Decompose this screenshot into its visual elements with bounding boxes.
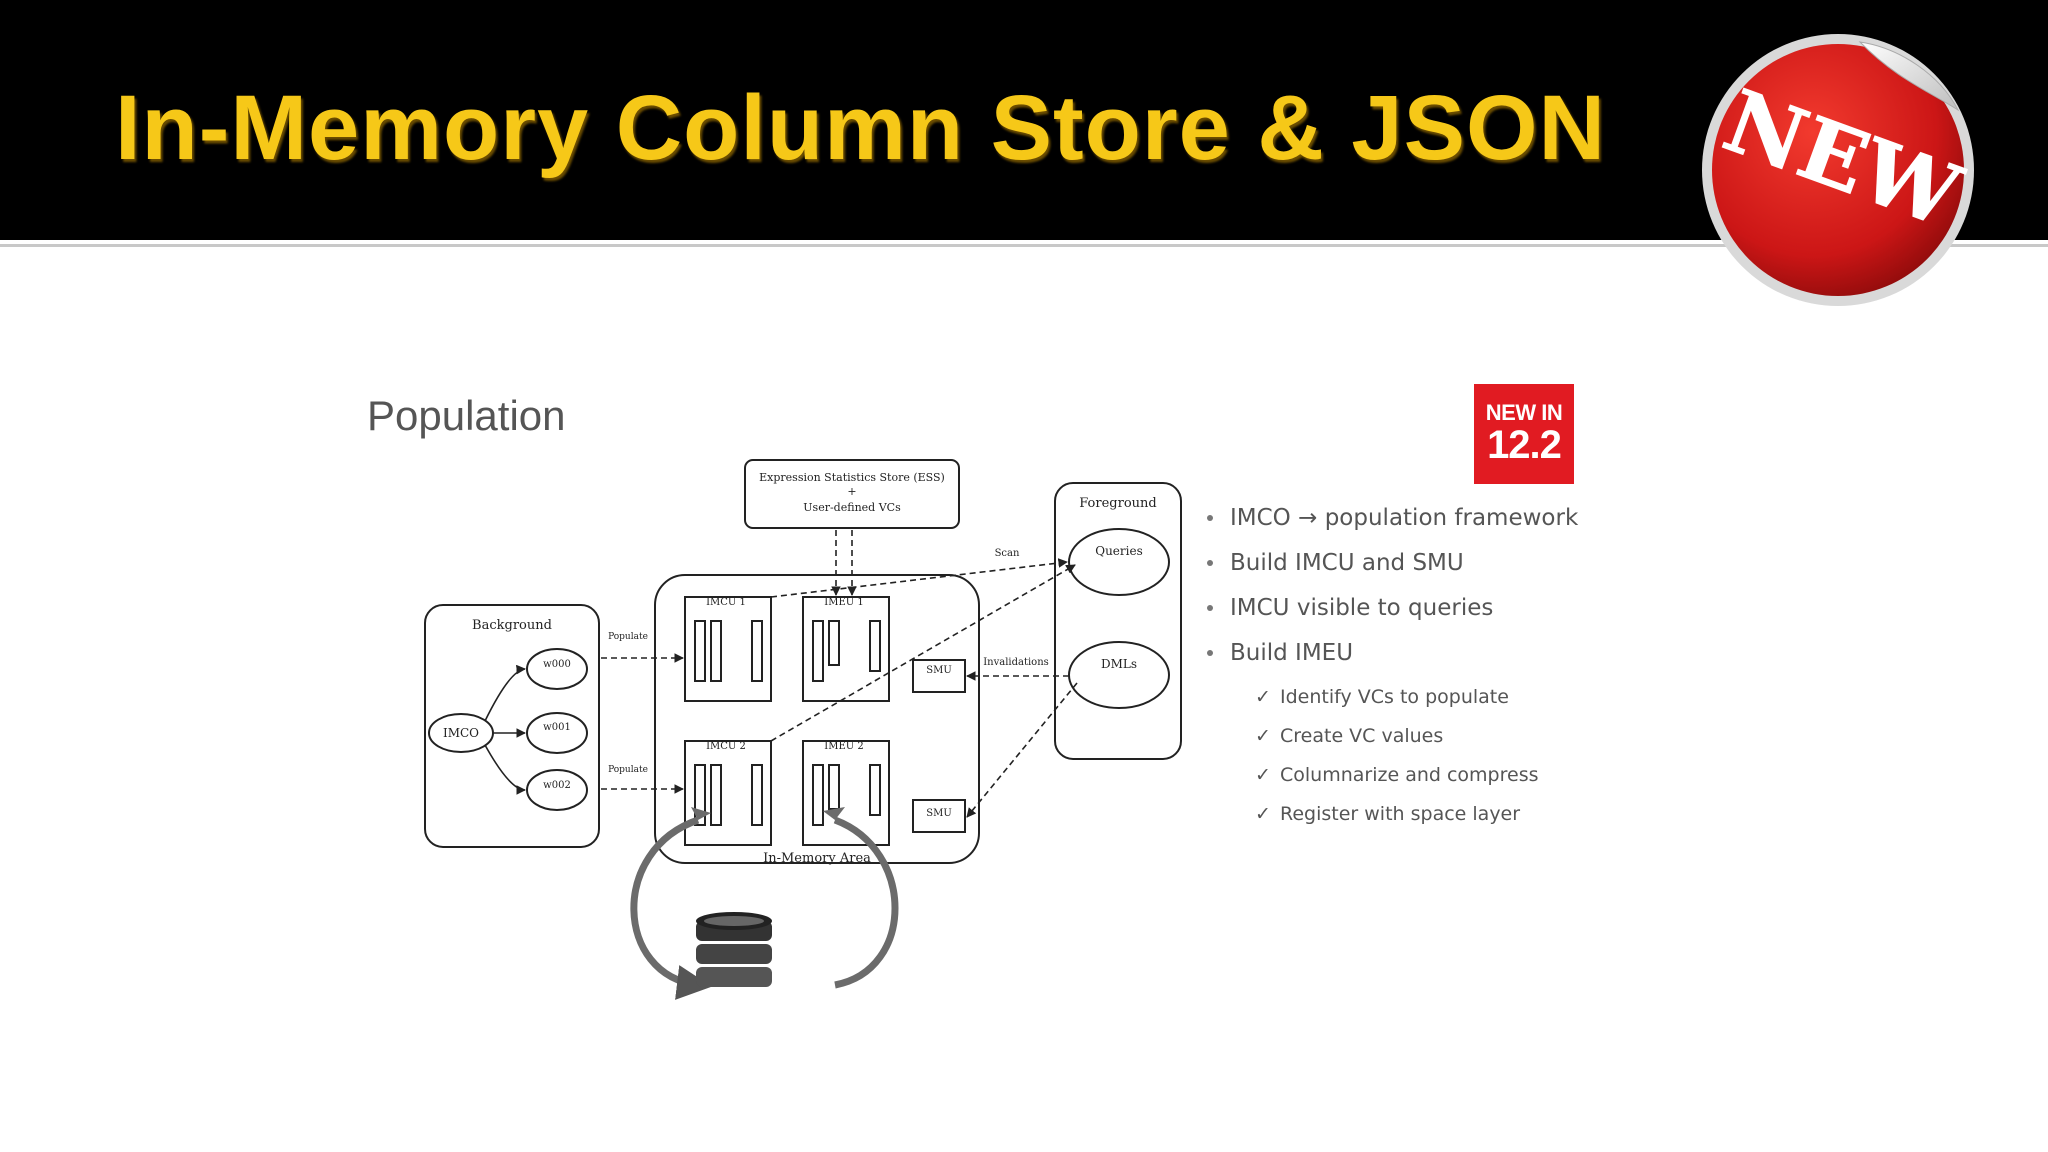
in-memory-area-label: In-Memory Area xyxy=(763,851,871,866)
foreground-label: Foreground xyxy=(1079,496,1156,511)
foreground-box xyxy=(1054,482,1182,760)
sub-bullet-item: ✓Create VC values xyxy=(1205,719,1625,758)
imeu1-label: IMEU 1 xyxy=(824,597,863,608)
w001-label: w001 xyxy=(543,722,571,733)
scan-label: Scan xyxy=(995,548,1020,559)
refresh-arrows-icon xyxy=(630,807,899,1000)
dmls-node xyxy=(1068,641,1170,709)
bullet-item: Build IMEU xyxy=(1205,635,1625,680)
imcu2-label: IMCU 2 xyxy=(706,741,746,752)
imeu2-label: IMEU 2 xyxy=(824,741,863,752)
w001-node xyxy=(526,712,588,754)
bullet-item: IMCU visible to queries xyxy=(1205,590,1625,635)
bullet-item: IMCO → population framework xyxy=(1205,500,1625,545)
population-diagram: Expression Statistics Store (ESS) + User… xyxy=(424,459,1182,1000)
new-in-badge: NEW IN 12.2 xyxy=(1474,384,1574,484)
dmls-label: DMLs xyxy=(1101,657,1137,671)
sub-bullet-item: ✓Identify VCs to populate xyxy=(1205,680,1625,719)
ess-label-2: + xyxy=(847,485,856,498)
smu-label-1: SMU xyxy=(926,665,952,676)
checkmark-icon: ✓ xyxy=(1255,725,1271,747)
new-sticker-icon: NEW xyxy=(1702,34,1974,306)
ess-label-1: Expression Statistics Store (ESS) xyxy=(759,471,945,484)
w000-label: w000 xyxy=(543,659,571,670)
populate-label-2: Populate xyxy=(608,765,648,775)
checkmark-icon: ✓ xyxy=(1255,764,1271,786)
imco-label: IMCO xyxy=(443,726,479,740)
sub-bullet-item: ✓Register with space layer xyxy=(1205,797,1625,836)
background-label: Background xyxy=(472,618,552,633)
slide-title: In-Memory Column Store & JSON xyxy=(115,77,1606,179)
ess-label-3: User-defined VCs xyxy=(803,501,901,514)
bullet-list: IMCO → population framework Build IMCU a… xyxy=(1205,500,1625,836)
smu-box-2 xyxy=(912,799,966,833)
imcu1-label: IMCU 1 xyxy=(706,597,746,608)
bullet-item: Build IMCU and SMU xyxy=(1205,545,1625,590)
smu-box-1 xyxy=(912,659,966,693)
badge-line2: 12.2 xyxy=(1487,423,1562,467)
w000-node xyxy=(526,648,588,690)
w002-label: w002 xyxy=(543,780,571,791)
invalidations-label: Invalidations xyxy=(983,657,1049,668)
smu-label-2: SMU xyxy=(926,808,952,819)
populate-label-1: Populate xyxy=(608,632,648,642)
checkmark-icon: ✓ xyxy=(1255,686,1271,708)
queries-node xyxy=(1068,528,1170,596)
badge-line1: NEW IN xyxy=(1485,400,1563,425)
w002-node xyxy=(526,769,588,811)
database-icon xyxy=(696,912,772,987)
checkmark-icon: ✓ xyxy=(1255,803,1271,825)
header-divider xyxy=(0,244,2048,247)
ess-box xyxy=(744,459,960,529)
sub-bullet-item: ✓Columnarize and compress xyxy=(1205,758,1625,797)
right-arrow-icon: → xyxy=(1298,505,1318,531)
queries-label: Queries xyxy=(1095,544,1143,558)
section-title: Population xyxy=(367,392,566,439)
